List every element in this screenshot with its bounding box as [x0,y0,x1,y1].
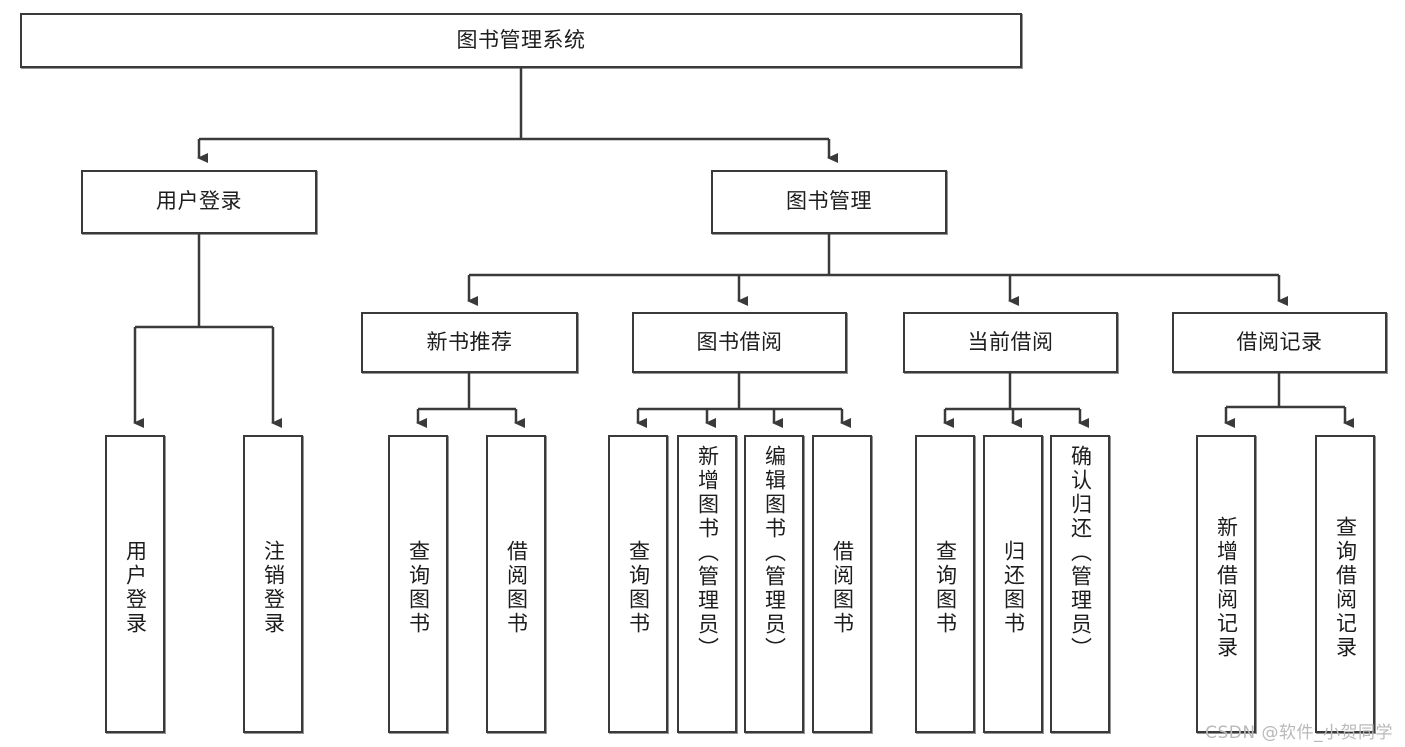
node-leaf-confirm-return-admin[interactable]: 确认归还（管理员） [1050,435,1110,733]
node-leaf-query-book-1[interactable]: 查询图书 [388,435,448,733]
node-leaf-query-book-1-label: 查询图书 [406,540,431,636]
node-leaf-add-borrow-record[interactable]: 新增借阅记录 [1196,435,1256,733]
node-book-borrow[interactable]: 图书借阅 [632,312,847,373]
node-leaf-confirm-return-admin-label: 确认归还（管理员） [1068,445,1093,661]
node-leaf-query-book-3[interactable]: 查询图书 [915,435,975,733]
node-leaf-query-borrow-record-label: 查询借阅记录 [1333,516,1358,660]
node-leaf-add-borrow-record-label: 新增借阅记录 [1214,516,1239,660]
node-new-book-recommend-label: 新书推荐 [426,329,513,354]
node-root-label: 图书管理系统 [456,27,586,52]
node-book-manage[interactable]: 图书管理 [711,170,947,234]
node-leaf-borrow-book-2-label: 借阅图书 [830,540,855,636]
node-leaf-add-book-admin[interactable]: 新增图书（管理员） [677,435,737,733]
node-leaf-query-book-2-label: 查询图书 [626,540,651,636]
node-leaf-edit-book-admin[interactable]: 编辑图书（管理员） [744,435,804,733]
node-borrow-record-label: 借阅记录 [1236,329,1323,354]
node-leaf-user-login[interactable]: 用户登录 [105,435,165,733]
node-leaf-query-borrow-record[interactable]: 查询借阅记录 [1315,435,1375,733]
node-leaf-return-book[interactable]: 归还图书 [983,435,1043,733]
node-leaf-logout-login[interactable]: 注销登录 [243,435,303,733]
node-leaf-add-book-admin-label: 新增图书（管理员） [695,445,720,661]
node-borrow-record[interactable]: 借阅记录 [1172,312,1387,373]
node-leaf-return-book-label: 归还图书 [1001,540,1026,636]
node-leaf-borrow-book-2[interactable]: 借阅图书 [812,435,872,733]
node-leaf-borrow-book-1[interactable]: 借阅图书 [486,435,546,733]
node-leaf-borrow-book-1-label: 借阅图书 [504,540,529,636]
node-user-login-label: 用户登录 [156,189,242,214]
node-root[interactable]: 图书管理系统 [20,13,1022,68]
node-book-manage-label: 图书管理 [786,189,872,214]
node-current-borrow[interactable]: 当前借阅 [903,312,1118,373]
node-book-borrow-label: 图书借阅 [696,329,783,354]
node-leaf-edit-book-admin-label: 编辑图书（管理员） [762,445,787,661]
node-leaf-query-book-2[interactable]: 查询图书 [608,435,668,733]
node-leaf-user-login-label: 用户登录 [123,540,148,636]
csdn-watermark: CSDN @软件_小贺同学 [1205,723,1393,743]
node-leaf-logout-login-label: 注销登录 [261,540,286,636]
node-new-book-recommend[interactable]: 新书推荐 [361,312,578,373]
node-current-borrow-label: 当前借阅 [967,329,1054,354]
node-user-login[interactable]: 用户登录 [81,170,317,234]
node-leaf-query-book-3-label: 查询图书 [933,540,958,636]
